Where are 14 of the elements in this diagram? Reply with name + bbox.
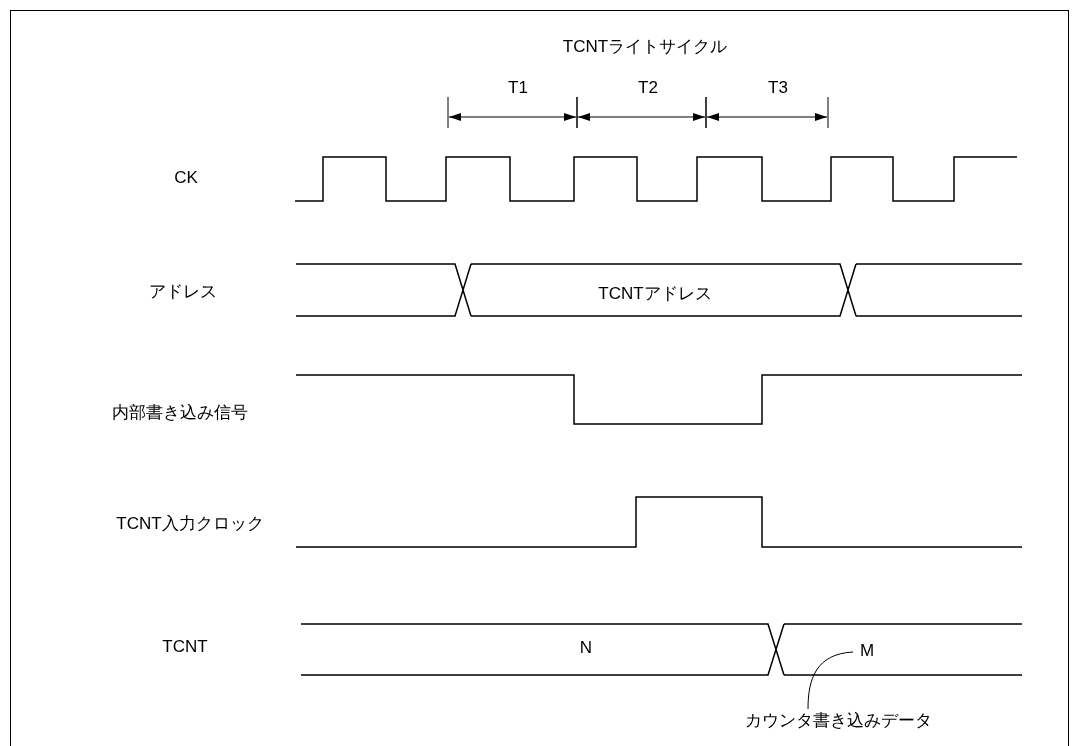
bus-value: M [859,641,875,661]
interval-label: T2 [638,78,658,98]
signal-name: 内部書き込み信号 [112,403,248,423]
signal-name: TCNT [162,637,208,657]
signal-name: CK [174,168,198,188]
bus-value: TCNTアドレス [598,284,712,304]
data-note: カウンタ書き込みデータ [744,711,932,731]
signal-name: TCNT入力クロック [116,514,264,534]
leader-line [807,651,854,710]
interval-label: T1 [508,78,528,98]
timing-title: TCNTライトサイクル [562,37,728,57]
bus-value: N [579,638,593,658]
interval-label: T3 [768,78,788,98]
signal-name: アドレス [149,282,217,302]
